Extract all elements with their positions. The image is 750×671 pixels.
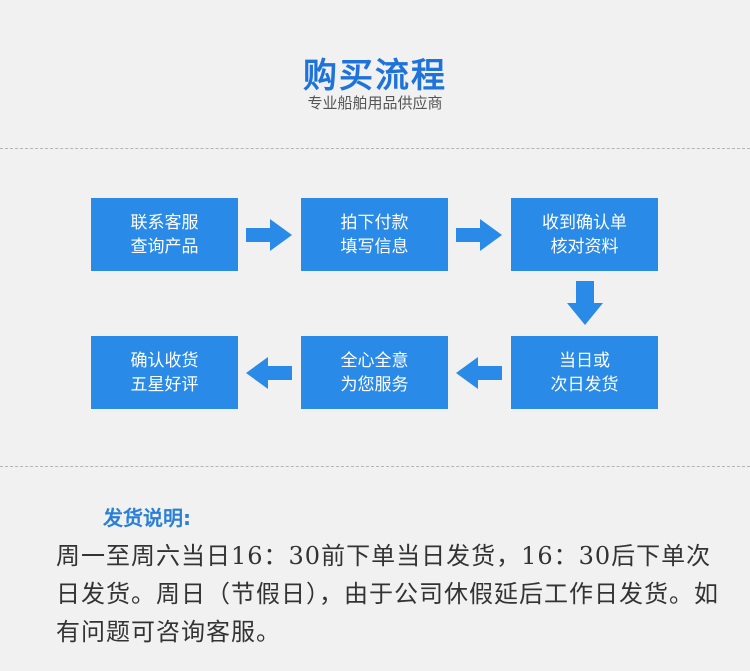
page-title: 购买流程	[303, 56, 447, 96]
step-contact-service: 联系客服 查询产品	[91, 198, 238, 271]
step-label-line1: 联系客服	[130, 212, 199, 233]
step-label-line2: 填写信息	[340, 236, 409, 257]
step-label-line2: 查询产品	[130, 236, 199, 257]
step-confirm-receipt: 确认收货 五星好评	[91, 336, 238, 409]
arrow-down-icon	[567, 281, 603, 325]
shipping-note-title: 发货说明:	[103, 506, 191, 530]
step-label-line1: 收到确认单	[542, 212, 627, 233]
step-ship-order: 当日或 次日发货	[511, 336, 658, 409]
step-label-line1: 全心全意	[340, 350, 409, 371]
shipping-note-body: 周一至周六当日16：30前下单当日发货，16：30后下单次日发货。周日（节假日）…	[56, 542, 719, 646]
arrow-right-icon	[456, 219, 502, 251]
page-subtitle: 专业船舶用品供应商	[307, 94, 443, 112]
arrow-right-icon	[246, 219, 292, 251]
step-label-line1: 确认收货	[130, 350, 199, 371]
arrow-left-icon	[456, 357, 502, 389]
bottom-divider	[0, 466, 750, 467]
step-label-line2: 为您服务	[340, 374, 409, 395]
step-receive-confirmation: 收到确认单 核对资料	[511, 198, 658, 271]
arrow-left-icon	[246, 357, 292, 389]
step-label-line2: 次日发货	[550, 374, 619, 395]
step-pay-order: 拍下付款 填写信息	[301, 198, 448, 271]
step-label-line2: 五星好评	[130, 374, 199, 395]
top-divider	[0, 148, 750, 149]
step-full-service: 全心全意 为您服务	[301, 336, 448, 409]
step-label-line1: 拍下付款	[340, 212, 409, 233]
step-label-line1: 当日或	[559, 350, 610, 371]
step-label-line2: 核对资料	[550, 236, 619, 257]
